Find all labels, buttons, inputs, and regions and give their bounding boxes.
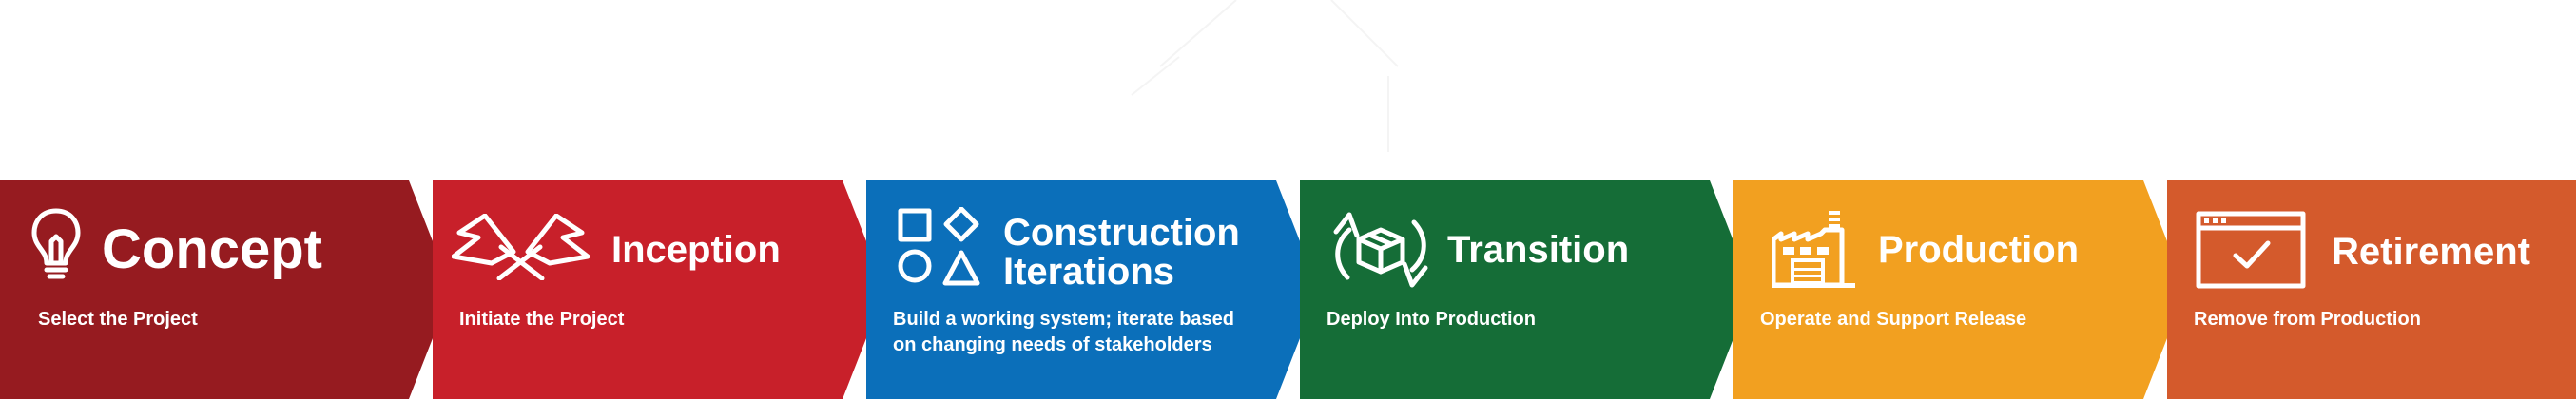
phase-description: Select the Project	[38, 309, 198, 330]
phase-description-line-2: on changing needs of stakeholders	[893, 334, 1212, 355]
phase-production: Production Operate and Support Release	[1733, 180, 2186, 399]
phase-concept: Concept Select the Project	[0, 180, 452, 399]
shapes-icon	[897, 207, 982, 288]
phase-transition: Transition Deploy Into Production	[1300, 180, 1753, 399]
phase-title: Construction	[1003, 212, 1240, 254]
phase-title: Inception	[611, 229, 781, 271]
top-decoration	[1131, 0, 1399, 152]
phase-retirement: Retirement Remove from Production	[2167, 180, 2576, 399]
phase-description: Initiate the Project	[459, 309, 625, 330]
phase-inception: Inception Initiate the Project	[433, 180, 885, 399]
phase-title: Retirement	[2332, 231, 2530, 273]
phase-description: Deploy Into Production	[1327, 309, 1536, 330]
phase-title-line-2: Iterations	[1003, 251, 1175, 293]
phase-title: Transition	[1447, 229, 1630, 271]
box-cycle-icon	[1328, 211, 1433, 289]
lightbulb-icon	[30, 207, 82, 283]
phase-description: Remove from Production	[2194, 309, 2421, 330]
factory-icon	[1772, 211, 1857, 289]
crossed-flags-icon	[452, 214, 590, 280]
phase-construction-iterations: Construction Iterations Build a working …	[866, 180, 1319, 399]
phase-description: Operate and Support Release	[1760, 309, 2027, 330]
browser-check-icon	[2196, 211, 2306, 289]
phase-title: Production	[1878, 229, 2080, 271]
phase-description: Build a working system; iterate based	[893, 309, 1234, 330]
phase-title: Concept	[102, 218, 322, 280]
phase-flow: Concept Select the Project Inception Ini…	[0, 180, 2576, 399]
